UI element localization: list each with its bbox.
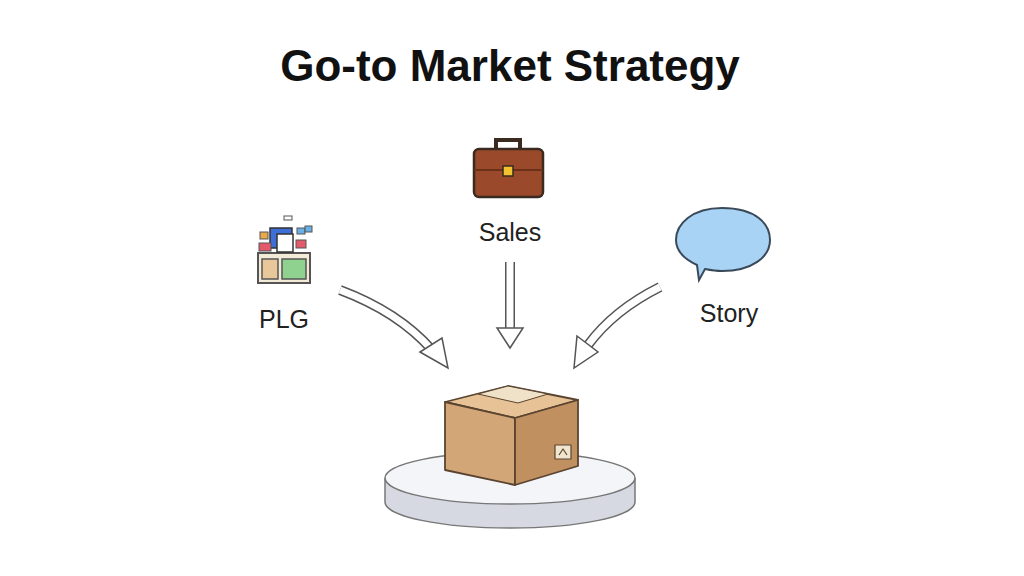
arrow xyxy=(340,290,448,368)
product-box xyxy=(445,386,578,485)
channel-label: Sales xyxy=(479,218,542,247)
channel-label: Story xyxy=(700,299,758,328)
title: Go-to Market Strategy xyxy=(280,41,740,91)
briefcase-icon xyxy=(474,140,543,197)
arrow xyxy=(574,287,660,368)
channel-label: PLG xyxy=(259,305,309,334)
speech-bubble-icon xyxy=(676,208,770,280)
arrow xyxy=(497,262,523,348)
plg-icon xyxy=(258,216,312,283)
